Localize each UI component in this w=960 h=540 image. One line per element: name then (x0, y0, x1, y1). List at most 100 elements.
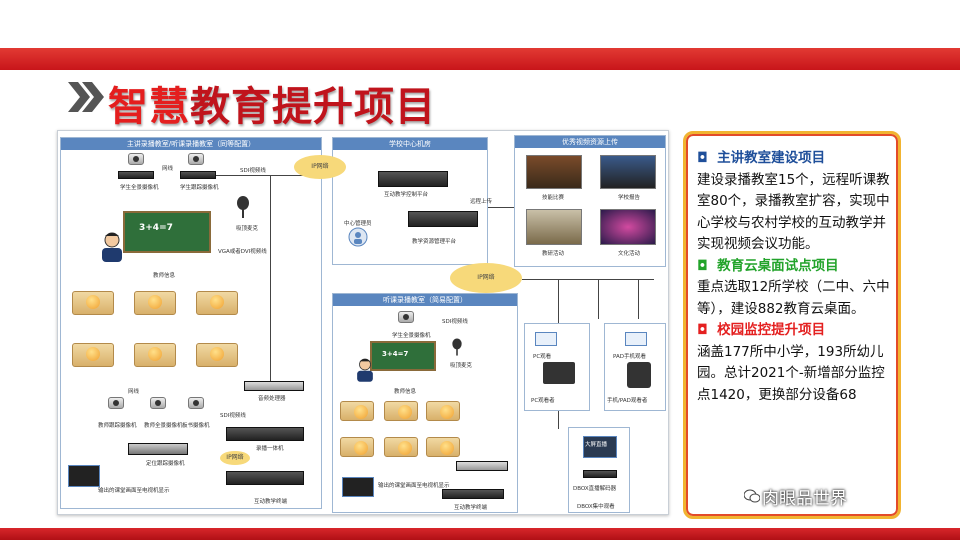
connector-line (598, 279, 599, 319)
student-desk-icon (72, 291, 114, 315)
camera-icon (188, 397, 204, 409)
ip-network-cloud: IP网络 (450, 263, 522, 293)
student-desk-icon (72, 343, 114, 367)
student-desk-icon (196, 291, 238, 315)
student-desk-icon (426, 437, 460, 457)
label-sdi: SDI视频线 (240, 168, 266, 174)
network-diagram: 主讲录播教室/听课录播教室（同等配置） 学校中心机房 优秀视频资源上传 听课录播… (57, 130, 669, 515)
label-remote-upload: 远程上传 (470, 199, 493, 205)
student-desk-icon (340, 401, 374, 421)
student-desk-icon (340, 437, 374, 457)
paragraph-cloud-desktop: 重点选取12所学校（二中、六中等），建设882教育云桌面。 (697, 279, 890, 317)
label-dbox-viewer: DBOX集中观看 (577, 504, 615, 510)
bullet-icon: ◘ (697, 257, 708, 274)
wechat-icon (744, 489, 760, 503)
heading-monitoring: ◘ 校园监控提升项目 (697, 320, 897, 342)
blackboard-2: 3+4=7 (370, 341, 436, 371)
recorder-device (226, 427, 304, 441)
label-audio-proc: 音频处理器 (258, 396, 286, 402)
thumb-report (600, 155, 656, 189)
student-desk-icon (196, 343, 238, 367)
teacher-icon (102, 232, 122, 262)
camera-icon (188, 153, 204, 165)
dbox-box: 大屏直播 DBOX直播解码器 DBOX集中观看 (568, 427, 630, 513)
paragraph-classroom: 建设录播教室15个，远程听课教室80个，录播教室扩容，实现中心学校与农村学校的互… (697, 171, 890, 253)
section-center-header: 学校中心机房 (333, 138, 487, 150)
label-center-mgmt: 中心管理员 (344, 221, 372, 227)
section-main-classroom: 主讲录播教室/听课录播教室（同等配置） (60, 137, 322, 509)
microphone-icon (237, 196, 249, 218)
label-decoder: DBOX直播解码器 (573, 486, 617, 492)
label-t-culture: 文化活动 (618, 251, 641, 257)
audio-processor (244, 381, 304, 391)
terminal-device (226, 471, 304, 485)
camera-icon (128, 153, 144, 165)
label-board-track: 板书摄像机 (182, 423, 210, 429)
page-title: 智慧教育提升项目 (108, 74, 436, 132)
label-teacher: 教师信息 (153, 273, 176, 279)
connector-line (488, 207, 514, 208)
label-teach-res: 教学资源管理平台 (412, 239, 457, 245)
admin-icon (348, 227, 368, 247)
label-stu-cam2: 学生跟踪摄像机 (180, 185, 219, 191)
label-interactive3: 互动教学终端 (454, 505, 488, 511)
label-recorder: 录播一体机 (256, 446, 284, 452)
label-pad-viewer: 手机/PAD观看者 (607, 398, 648, 404)
tablet-icon (627, 362, 651, 388)
bottom-red-bar (0, 528, 960, 540)
student-desk-icon (426, 401, 460, 421)
terminal-device-2 (442, 489, 504, 499)
label-interactive: 互动教学控制平台 (384, 192, 429, 198)
title-part1: 智慧 (108, 84, 190, 130)
label-listen-stucam: 学生全景摄像机 (392, 333, 431, 339)
heading-cloud-desktop-text: 教育云桌面试点项目 (717, 257, 839, 274)
heading-cloud-desktop: ◘ 教育云桌面试点项目 (697, 256, 897, 278)
label-interactive2: 互动教学终端 (254, 499, 288, 505)
label-tch-pano: 教师全景摄像机 (144, 423, 183, 429)
label-mic: 吸顶麦克 (236, 226, 259, 232)
thumb-competition (526, 155, 582, 189)
blackboard: 3+4=7 (123, 211, 211, 253)
audio-processor-2 (456, 461, 508, 471)
section-upload-header: 优秀视频资源上传 (515, 136, 665, 148)
label-t-class: 教研活动 (542, 251, 565, 257)
server-resources (408, 211, 478, 227)
device-icon (180, 171, 216, 179)
heading-monitoring-text: 校园监控提升项目 (717, 322, 826, 338)
teacher-icon (357, 358, 373, 382)
label-output2: 输出的课堂画面至电视机显示 (378, 483, 450, 489)
pc-viewer-box: PC观看 PC观看者 (524, 323, 590, 411)
display-icon-2 (342, 477, 374, 497)
display-icon (68, 465, 100, 487)
label-sdi-3: SDI视频线 (442, 319, 468, 325)
project-info-text: ◘ 主讲教室建设项目 建设录播教室15个，远程听课教室80个，录播教室扩容，实现… (697, 148, 897, 406)
label-t-forum: 学校报告 (618, 195, 641, 201)
heading-classroom: ◘ 主讲教室建设项目 (697, 148, 897, 170)
label-screen: 大屏直播 (585, 442, 608, 448)
heading-classroom-text: 主讲教室建设项目 (717, 150, 826, 166)
server-interactive (378, 171, 448, 187)
big-screen-icon (583, 436, 617, 458)
label-pc-viewer: PC观看者 (531, 398, 555, 404)
student-desk-icon (384, 401, 418, 421)
connector-line (638, 279, 639, 319)
section-main-header: 主讲录播教室/听课录播教室（同等配置） (61, 138, 321, 150)
positioning-camera (128, 443, 188, 455)
label-pc: PC观看 (533, 354, 552, 360)
paragraph-monitoring: 涵盖177所中小学，193所幼儿园。总计2021个-新增部分监控点1420，更换… (697, 343, 885, 403)
decoder-icon (583, 470, 617, 478)
label-pos-cam: 定位跟踪摄像机 (146, 461, 185, 467)
bullet-icon: ◘ (697, 150, 708, 166)
pad-viewer-box: PAD手机观看 手机/PAD观看者 (604, 323, 666, 411)
label-network-2: 网线 (128, 389, 140, 395)
camera-icon (108, 397, 124, 409)
bullet-icon: ◘ (697, 322, 708, 338)
title-part2: 教育提升项目 (190, 84, 436, 130)
pc-monitor-icon (535, 332, 557, 346)
student-desk-icon (384, 437, 418, 457)
top-red-bar (0, 48, 960, 70)
label-sdi-2: SDI视频线 (220, 413, 246, 419)
label-tch-cam: 教师跟踪摄像机 (98, 423, 137, 429)
label-output: 输出的课堂画面至电视机显示 (98, 488, 170, 494)
section-center-room: 学校中心机房 (332, 137, 488, 265)
